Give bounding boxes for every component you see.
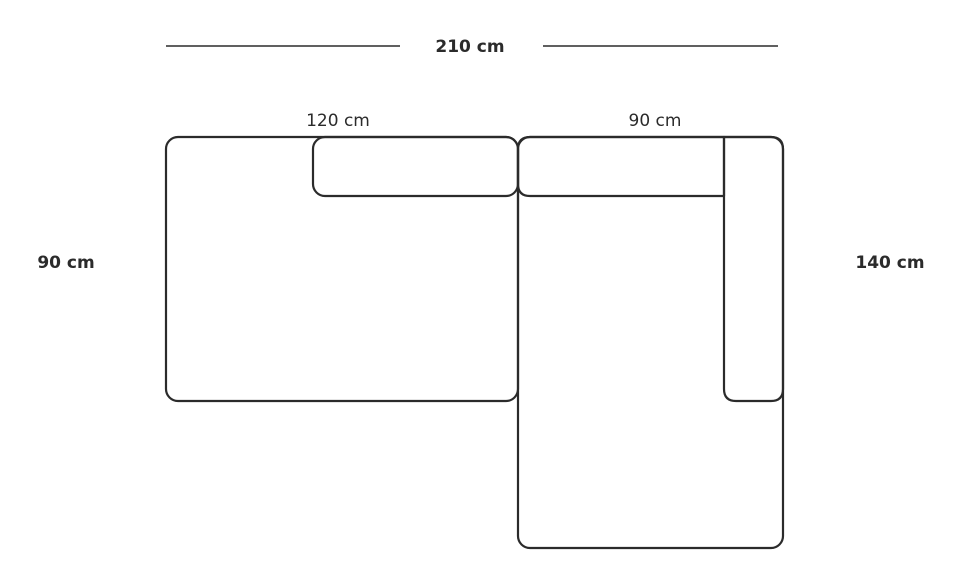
left-module-width-label: 120 cm	[306, 111, 370, 131]
left-depth-label: 90 cm	[37, 253, 94, 273]
right-module-armrest	[722, 135, 785, 403]
left-module-backrest	[311, 135, 520, 198]
right-chaise-module	[516, 135, 785, 550]
right-module-width-label: 90 cm	[629, 111, 682, 131]
right-module-backrest	[516, 135, 726, 198]
right-depth-label: 140 cm	[855, 253, 924, 273]
left-module-seat	[164, 135, 520, 403]
total-width-label: 210 cm	[435, 37, 504, 57]
